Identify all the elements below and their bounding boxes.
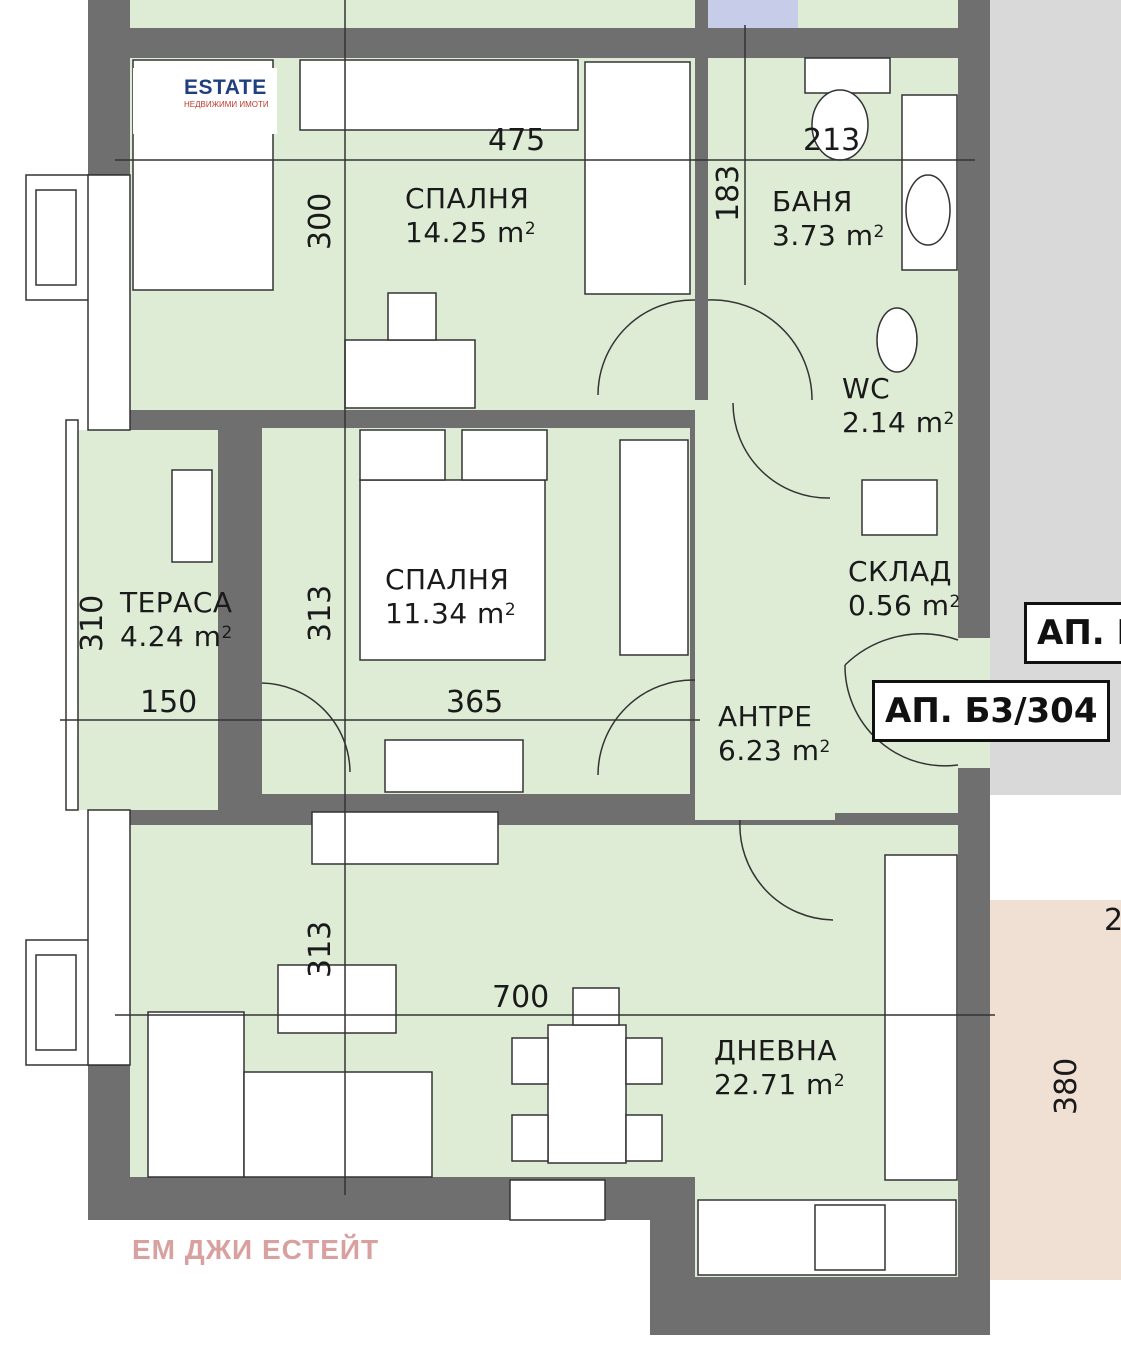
dimension-label: 313 bbox=[303, 920, 338, 978]
room-label-storage: СКЛАД 0.56 m2 bbox=[848, 555, 961, 622]
room-label-bedroom2: СПАЛНЯ 11.34 m2 bbox=[385, 563, 517, 630]
room-area: 2.14 m bbox=[842, 406, 944, 439]
room-label-terrace: ТЕРАСА 4.24 m2 bbox=[120, 586, 233, 653]
dimension-label: 310 bbox=[75, 594, 110, 652]
dimension-label: 300 bbox=[303, 192, 338, 250]
room-area: 22.71 m bbox=[714, 1068, 834, 1101]
room-name: СПАЛНЯ bbox=[385, 563, 510, 596]
room-name: WC bbox=[842, 372, 891, 405]
room-area: 11.34 m bbox=[385, 597, 505, 630]
dimension-label: 380 bbox=[1049, 1057, 1084, 1115]
dimension-label: 365 bbox=[446, 685, 504, 720]
room-label-wc: WC 2.14 m2 bbox=[842, 372, 955, 439]
room-area: 3.73 m bbox=[772, 219, 874, 252]
room-storage bbox=[838, 548, 958, 623]
room-name: ТЕРАСА bbox=[120, 586, 233, 619]
room-hall-mid bbox=[695, 400, 835, 820]
room-area: 0.56 m bbox=[848, 589, 950, 622]
logo-brand: ESTATE bbox=[184, 76, 267, 99]
room-name: СКЛАД bbox=[848, 555, 953, 588]
dimension-label: 475 bbox=[488, 123, 546, 158]
dimension-label: 700 bbox=[492, 980, 550, 1015]
room-label-bedroom1: СПАЛНЯ 14.25 m2 bbox=[405, 182, 537, 249]
room-name: АНТРЕ bbox=[718, 700, 813, 733]
neighbor-apartment bbox=[990, 825, 1121, 1280]
room-area: 4.24 m bbox=[120, 620, 222, 653]
dimension-label: 313 bbox=[303, 584, 338, 642]
logo-subtitle: НЕДВИЖИМИ ИМОТИ bbox=[184, 100, 269, 109]
neighbor-apartment-tag: АП. Б bbox=[1024, 602, 1121, 664]
dimension-label: 150 bbox=[140, 685, 198, 720]
dimension-label: 183 bbox=[711, 164, 746, 222]
dimension-label: 213 bbox=[803, 123, 861, 158]
dimension-label: 2 bbox=[1104, 903, 1121, 938]
room-name: СПАЛНЯ bbox=[405, 182, 530, 215]
apartment-tag: АП. Б3/304 bbox=[872, 680, 1111, 742]
room-label-hall: АНТРЕ 6.23 m2 bbox=[718, 700, 831, 767]
room-area: 14.25 m bbox=[405, 216, 525, 249]
corridor bbox=[990, 0, 1121, 795]
brand-logo bbox=[133, 68, 277, 134]
room-name: ДНЕВНА bbox=[714, 1034, 838, 1067]
agency-watermark: ЕМ ДЖИ ЕСТЕЙТ bbox=[132, 1234, 380, 1265]
room-area: 6.23 m bbox=[718, 734, 820, 767]
room-label-living: ДНЕВНА 22.71 m2 bbox=[714, 1034, 846, 1101]
room-name: БАНЯ bbox=[772, 185, 853, 218]
room-label-bathroom: БАНЯ 3.73 m2 bbox=[772, 185, 885, 252]
